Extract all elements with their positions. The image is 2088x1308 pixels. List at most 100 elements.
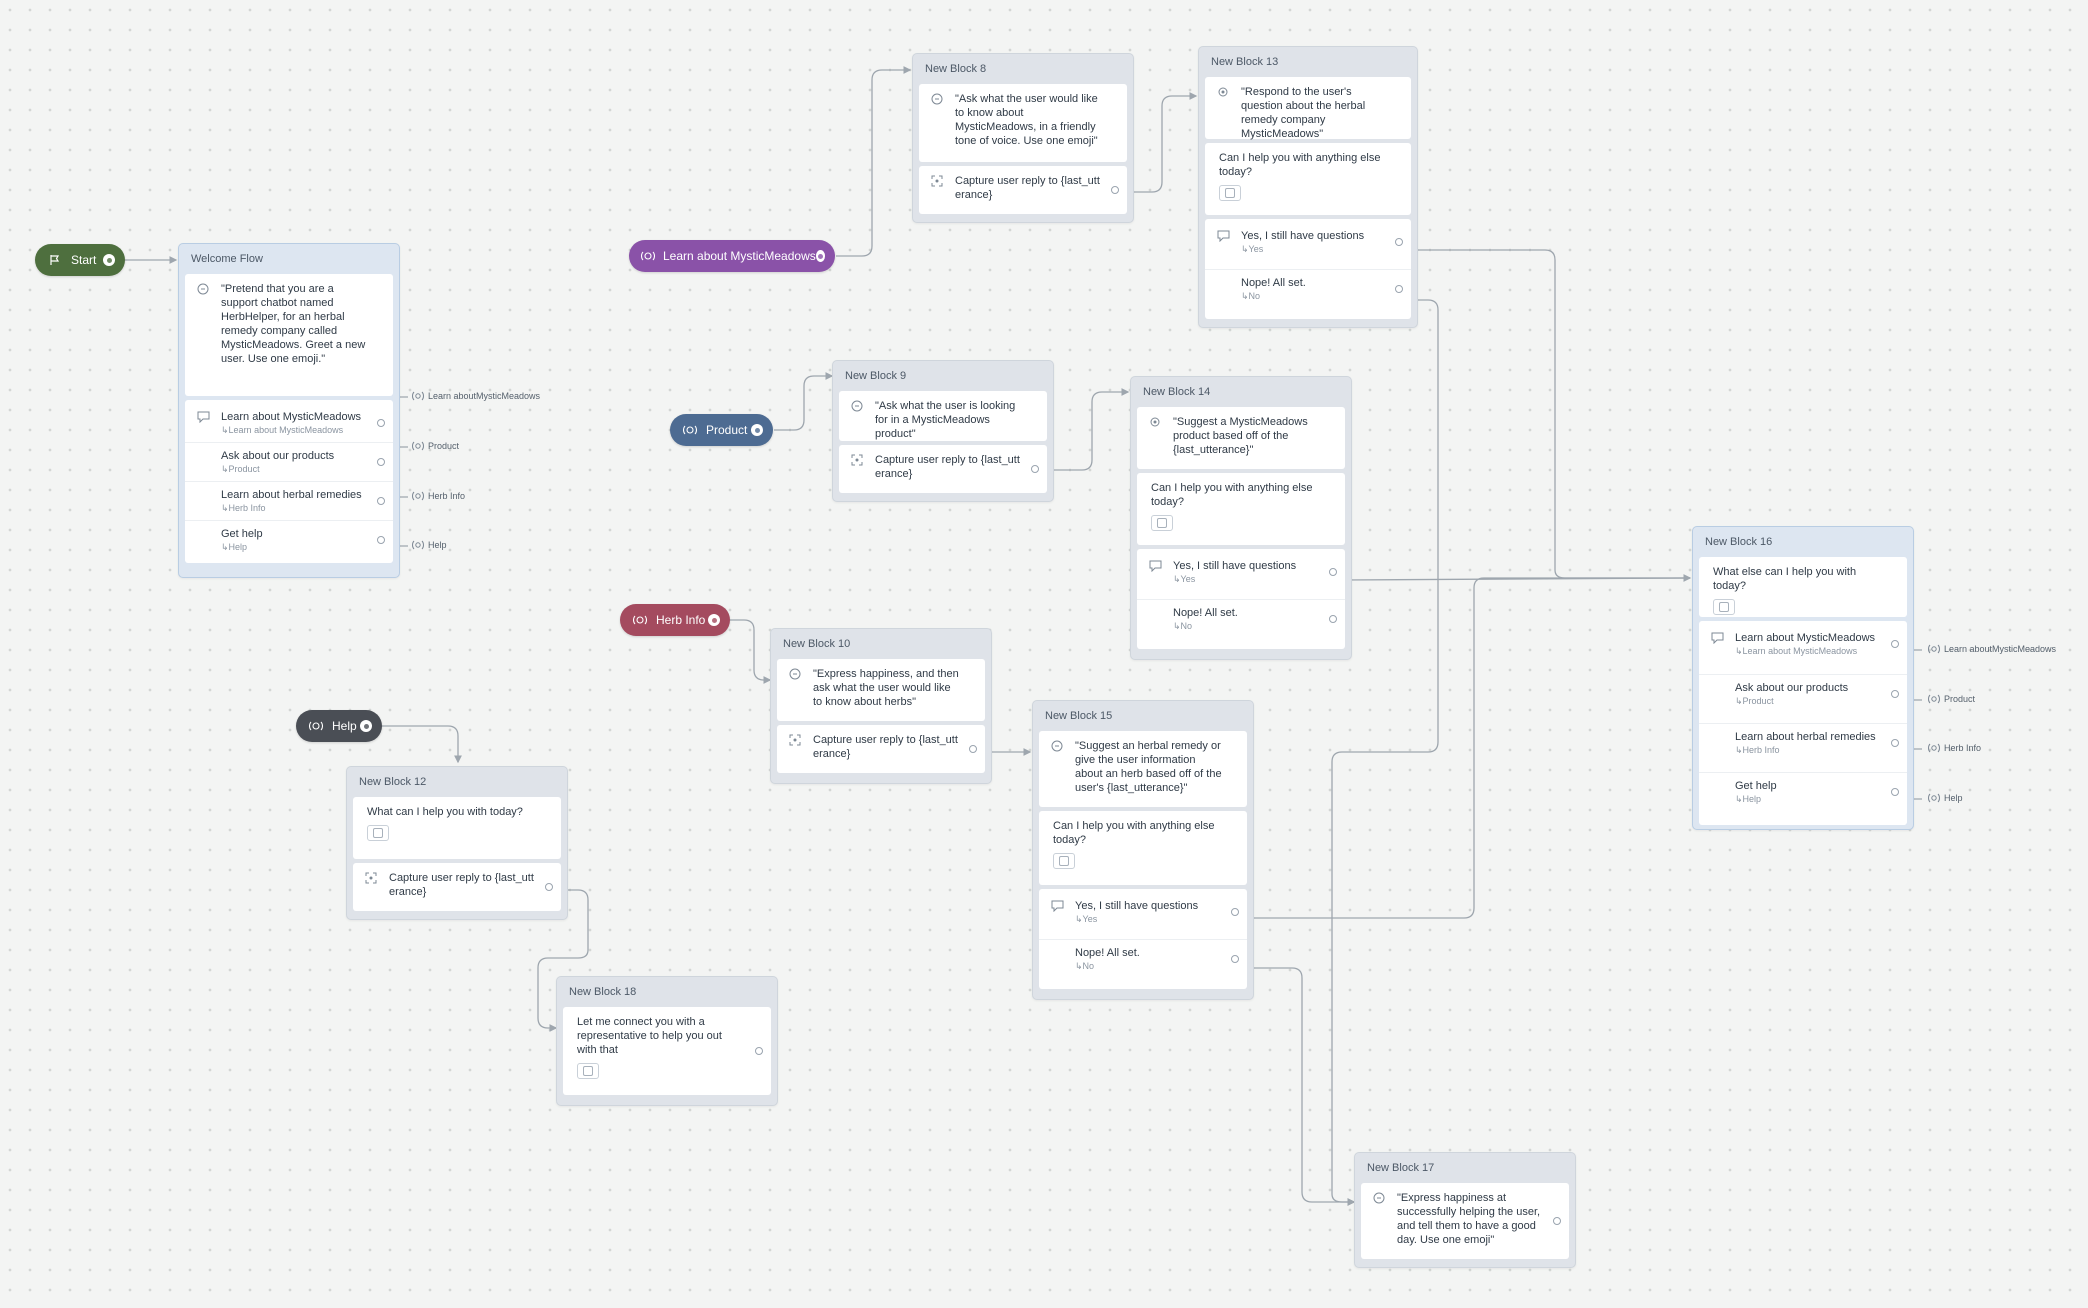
go-to-intent-learn[interactable]: Learn aboutMysticMeadows [412, 391, 540, 401]
output-port[interactable] [1553, 1217, 1561, 1225]
choice-label: Learn about herbal remedies [1735, 731, 1876, 743]
output-port[interactable] [1111, 186, 1119, 194]
block-16[interactable]: New Block 16 What else can I help you wi… [1692, 526, 1914, 830]
choice-sub: Learn about MysticMeadows [221, 425, 369, 436]
prompt-step[interactable]: "Suggest an herbal remedy or give the us… [1039, 731, 1247, 807]
capture-icon [365, 872, 377, 884]
start-label: Start [71, 253, 97, 267]
block-9[interactable]: New Block 9 "Ask what the user is lookin… [832, 360, 1054, 502]
ai-sparkle-icon [1150, 417, 1160, 427]
choice-no[interactable]: Nope! All set. No [1137, 599, 1345, 645]
block-10[interactable]: New Block 10 "Express happiness, and the… [770, 628, 992, 784]
choice-herbal[interactable]: Learn about herbal remedies Herb Info [185, 481, 393, 520]
go-to-intent-help[interactable]: Help [412, 540, 447, 550]
intent-icon [412, 391, 424, 401]
prompt-step[interactable]: "Express happiness, and then ask what th… [777, 659, 985, 721]
block-8[interactable]: New Block 8 "Ask what the user would lik… [912, 53, 1134, 223]
choice-herbal[interactable]: Learn about herbal remedies Herb Info [1699, 723, 1907, 772]
choice-port[interactable] [1891, 788, 1899, 796]
choice-port[interactable] [1891, 640, 1899, 648]
speech-bubble-icon [789, 668, 801, 680]
text-step[interactable]: Let me connect you with a representative… [563, 1007, 771, 1095]
choice-port[interactable] [377, 497, 385, 505]
capture-step[interactable]: Capture user reply to {last_utt erance} [777, 725, 985, 773]
capture-step[interactable]: Capture user reply to {last_utt erance} [353, 863, 561, 911]
choice-label: Ask about our products [221, 450, 335, 462]
start-output-port[interactable] [103, 254, 115, 266]
choice-port[interactable] [1891, 690, 1899, 698]
choice-sub: Yes [1241, 244, 1387, 255]
prompt-step[interactable]: "Pretend that you are a support chatbot … [185, 274, 393, 396]
choice-port[interactable] [1395, 238, 1403, 246]
intent-learn-port[interactable] [815, 250, 825, 262]
block-13[interactable]: New Block 13 "Respond to the user's ques… [1198, 46, 1418, 328]
block-14[interactable]: New Block 14 "Suggest a MysticMeadows pr… [1130, 376, 1352, 660]
choice-yes[interactable]: Yes, I still have questions Yes [1137, 553, 1345, 599]
output-port[interactable] [969, 745, 977, 753]
text-step[interactable]: What else can I help you with today? [1699, 557, 1907, 617]
choice-products[interactable]: Ask about our products Product [185, 442, 393, 481]
intent-learn-node[interactable]: Learn about MysticMeadows [629, 240, 835, 272]
target-label: Product [1944, 694, 1976, 704]
choice-learn[interactable]: Learn about MysticMeadows Learn about My… [185, 404, 393, 442]
ai-response-step[interactable]: "Suggest a MysticMeadows product based o… [1137, 407, 1345, 469]
choice-port[interactable] [1231, 908, 1239, 916]
choice-yes[interactable]: Yes, I still have questions Yes [1205, 223, 1411, 269]
text-step[interactable]: Can I help you with anything else today? [1039, 811, 1247, 885]
choice-port[interactable] [377, 419, 385, 427]
go-to-intent-help[interactable]: Help [1928, 793, 1963, 803]
go-to-intent-product[interactable]: Product [1928, 694, 1975, 704]
text-step[interactable]: Can I help you with anything else today? [1137, 473, 1345, 545]
text-step[interactable]: What can I help you with today? [353, 797, 561, 859]
intent-herb-node[interactable]: Herb Info [620, 604, 730, 636]
block-12[interactable]: New Block 12 What can I help you with to… [346, 766, 568, 920]
choice-port[interactable] [1395, 285, 1403, 293]
choice-help[interactable]: Get help Help [1699, 772, 1907, 821]
choice-learn[interactable]: Learn about MysticMeadows Learn about My… [1699, 625, 1907, 674]
choice-no[interactable]: Nope! All set. No [1205, 269, 1411, 315]
choice-yes[interactable]: Yes, I still have questions Yes [1039, 893, 1247, 939]
capture-step[interactable]: Capture user reply to {last_utt erance} [839, 445, 1047, 493]
intent-help-node[interactable]: Help [296, 710, 382, 742]
start-node[interactable]: Start [35, 244, 125, 276]
choice-port[interactable] [1891, 739, 1899, 747]
output-port[interactable] [1031, 465, 1039, 473]
capture-step[interactable]: Capture user reply to {last_utt erance} [919, 166, 1127, 214]
prompt-step[interactable]: "Ask what the user is looking for in a M… [839, 391, 1047, 441]
block-title: New Block 10 [783, 638, 851, 650]
choice-label: Yes, I still have questions [1241, 230, 1365, 242]
block-15[interactable]: New Block 15 "Suggest an herbal remedy o… [1032, 700, 1254, 1000]
intent-herb-port[interactable] [708, 614, 720, 626]
go-to-intent-learn[interactable]: Learn aboutMysticMeadows [1928, 644, 2056, 654]
text-step[interactable]: Can I help you with anything else today? [1205, 143, 1411, 215]
choice-no[interactable]: Nope! All set. No [1039, 939, 1247, 985]
choice-help[interactable]: Get help Help [185, 520, 393, 559]
output-port[interactable] [755, 1047, 763, 1055]
output-port[interactable] [545, 883, 553, 891]
block-title: New Block 18 [569, 986, 637, 998]
go-to-intent-product[interactable]: Product [412, 441, 459, 451]
intent-product-port[interactable] [751, 424, 763, 436]
prompt-step[interactable]: "Ask what the user would like to know ab… [919, 84, 1127, 162]
choice-port[interactable] [1329, 615, 1337, 623]
intent-herb-label: Herb Info [656, 613, 706, 627]
intent-product-node[interactable]: Product [670, 414, 773, 446]
choice-sub: Help [221, 542, 369, 553]
choice-port[interactable] [1231, 955, 1239, 963]
choice-products[interactable]: Ask about our products Product [1699, 674, 1907, 723]
choice-port[interactable] [377, 458, 385, 466]
block-17[interactable]: New Block 17 "Express happiness at succe… [1354, 1152, 1576, 1268]
choice-group: Yes, I still have questions Yes Nope! Al… [1205, 219, 1411, 319]
choice-port[interactable] [377, 536, 385, 544]
block-18[interactable]: New Block 18 Let me connect you with a r… [556, 976, 778, 1106]
intent-learn-label: Learn about MysticMeadows [663, 249, 816, 263]
choice-port[interactable] [1329, 568, 1337, 576]
choice-sub: Learn about MysticMeadows [1735, 646, 1883, 657]
speech-bubble-icon [1051, 740, 1063, 752]
intent-help-port[interactable] [360, 720, 372, 732]
welcome-flow-block[interactable]: Welcome Flow "Pretend that you are a sup… [178, 243, 400, 578]
ai-response-step[interactable]: "Respond to the user's question about th… [1205, 77, 1411, 140]
go-to-intent-herb[interactable]: Herb Info [412, 491, 465, 501]
go-to-intent-herb[interactable]: Herb Info [1928, 743, 1981, 753]
prompt-step[interactable]: "Express happiness at successfully helpi… [1361, 1183, 1569, 1259]
